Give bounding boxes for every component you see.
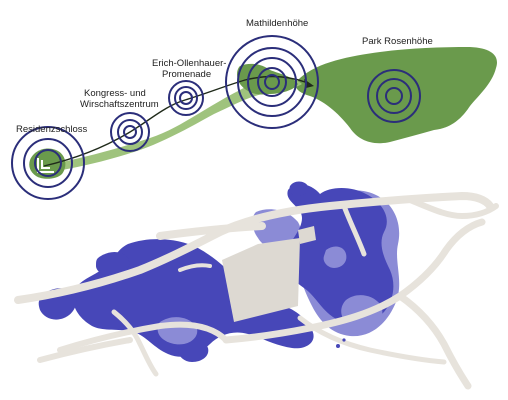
- label-erich-line2: Promenade: [162, 69, 211, 80]
- road: [396, 292, 472, 390]
- vegetation-area: [178, 338, 209, 362]
- building: [222, 238, 300, 322]
- route-diagram: Residenzschloss Kongress- und Wirschafts…: [11, 18, 497, 200]
- building-annex: [298, 226, 316, 244]
- road: [297, 315, 447, 365]
- label-residenzschloss: Residenzschloss: [16, 124, 88, 135]
- label-erich-line1: Erich-Ollenhauer-: [152, 58, 226, 69]
- target-rings-icon: [225, 35, 319, 129]
- road: [178, 263, 212, 272]
- target-rings-icon: [11, 126, 85, 200]
- road: [407, 197, 499, 219]
- road: [37, 337, 133, 363]
- vegetation-area: [96, 252, 130, 277]
- road: [222, 218, 486, 344]
- tree-dot: [336, 344, 340, 348]
- park-rosenhoehe-area: [295, 47, 497, 144]
- mathildenhoehe-area: [237, 63, 298, 95]
- label-mathildenhoehe: Mathildenhöhe: [246, 18, 308, 29]
- tree-dot: [342, 338, 346, 342]
- road: [156, 222, 266, 240]
- road: [14, 192, 494, 304]
- label-kongress-line2: Wirschaftszentrum: [80, 99, 159, 110]
- lavender-area: [323, 246, 347, 268]
- target-rings-icon: [367, 69, 421, 123]
- target-rings-icon: [168, 80, 204, 116]
- green-corridor: [62, 77, 302, 170]
- road: [57, 321, 229, 353]
- label-park-rosenhoehe: Park Rosenhöhe: [362, 36, 433, 47]
- road: [111, 309, 159, 377]
- road: [341, 203, 367, 257]
- road-network: [14, 192, 499, 390]
- vegetation-area: [289, 181, 309, 196]
- label-kongress-line1: Kongress- und: [84, 88, 146, 99]
- site-plan: [14, 181, 499, 390]
- target-rings-icon: [110, 112, 150, 152]
